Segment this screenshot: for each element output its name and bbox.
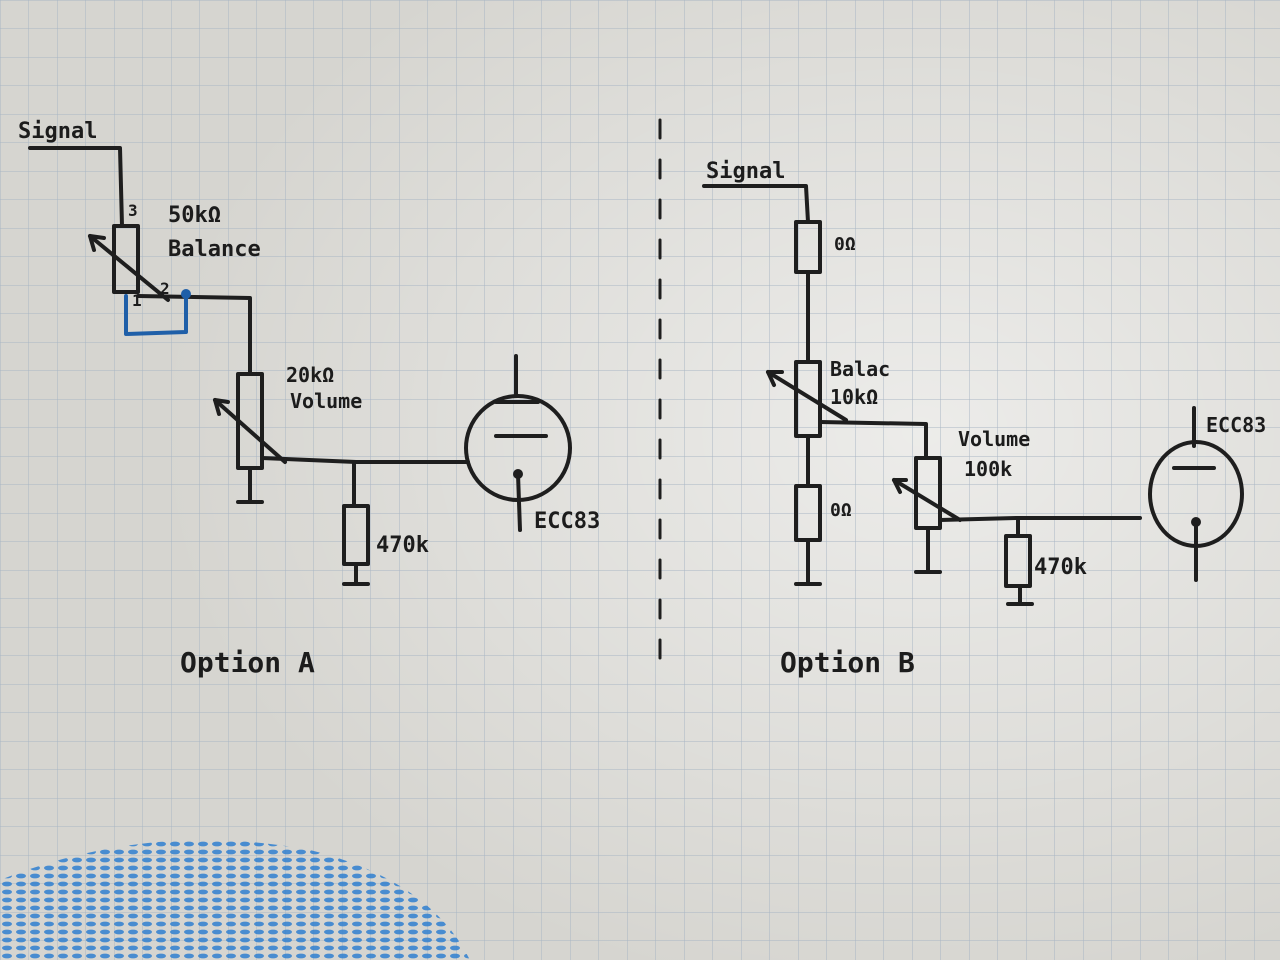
option-b-balance-value: 10kΩ <box>830 385 878 409</box>
option-b-tube-label: ECC83 <box>1206 413 1266 437</box>
option-b-balance-arrowhead <box>766 370 784 387</box>
option-a-resistor-ground <box>342 562 370 586</box>
option-a-signal-wire <box>28 146 124 228</box>
option-b-volume-name: Volume <box>958 427 1030 451</box>
option-b-signal-label: Signal <box>706 159 785 184</box>
option-a-tube-label: ECC83 <box>534 509 600 534</box>
option-b-wiper-wire <box>818 420 928 460</box>
option-b-resistor-value: 470k <box>1034 555 1087 580</box>
option-b-bottom-resistor-label: 0Ω <box>830 500 852 521</box>
option-a-junction-dot <box>181 289 191 299</box>
option-b-bottom-ground <box>794 538 822 586</box>
option-a-signal-label: Signal <box>18 119 97 144</box>
option-a-pin-3: 3 <box>128 201 138 220</box>
option-b-volume-arrowhead <box>892 478 908 494</box>
option-a-volume-ground <box>236 466 264 504</box>
option-a-tube-dot <box>513 469 523 479</box>
option-b-resistor-ground <box>1006 584 1034 606</box>
option-a-caption: Option A <box>180 646 315 679</box>
option-a-pin-2: 2 <box>160 279 170 298</box>
option-b-tube-dot <box>1191 517 1201 527</box>
dot-pattern-decoration <box>0 840 470 960</box>
option-a-volume-value: 20kΩ <box>286 363 334 387</box>
option-a-circuit: Signal 3 1 2 50kΩ Balance 20kΩ Volume 47… <box>18 119 600 679</box>
option-a-link-wire <box>136 294 252 376</box>
option-b-balance-arrow <box>766 370 848 422</box>
option-a-balance-pot <box>112 224 140 294</box>
option-a-volume-name: Volume <box>290 389 362 413</box>
option-b-grid-wire <box>938 516 1142 522</box>
option-b-volume-arrow <box>892 478 962 522</box>
option-b-top-resistor-label: 0Ω <box>834 234 856 255</box>
option-b-volume-ground <box>914 526 942 574</box>
option-b-tube-plate <box>1172 406 1216 470</box>
option-b-circuit: Signal 0Ω Balac 10kΩ 0Ω Volume 100k 470k… <box>702 159 1266 679</box>
option-a-tube-cathode <box>516 472 522 532</box>
option-b-volume-value: 100k <box>964 457 1012 481</box>
option-a-pin-1: 1 <box>132 291 142 310</box>
option-b-signal-wire <box>702 184 810 224</box>
option-b-caption: Option B <box>780 646 915 679</box>
option-a-resistor-value: 470k <box>376 533 429 558</box>
option-b-balance-name: Balac <box>830 357 890 381</box>
option-a-balance-name: Balance <box>168 237 261 262</box>
option-a-volume-arrow <box>213 398 287 464</box>
option-a-balance-arrow <box>88 234 170 302</box>
option-a-blue-jumper <box>124 292 188 336</box>
option-a-tube-plate <box>494 354 540 404</box>
option-a-volume-arrowhead <box>213 398 230 416</box>
option-a-balance-arrowhead <box>88 234 106 252</box>
option-a-balance-value: 50kΩ <box>168 203 221 228</box>
